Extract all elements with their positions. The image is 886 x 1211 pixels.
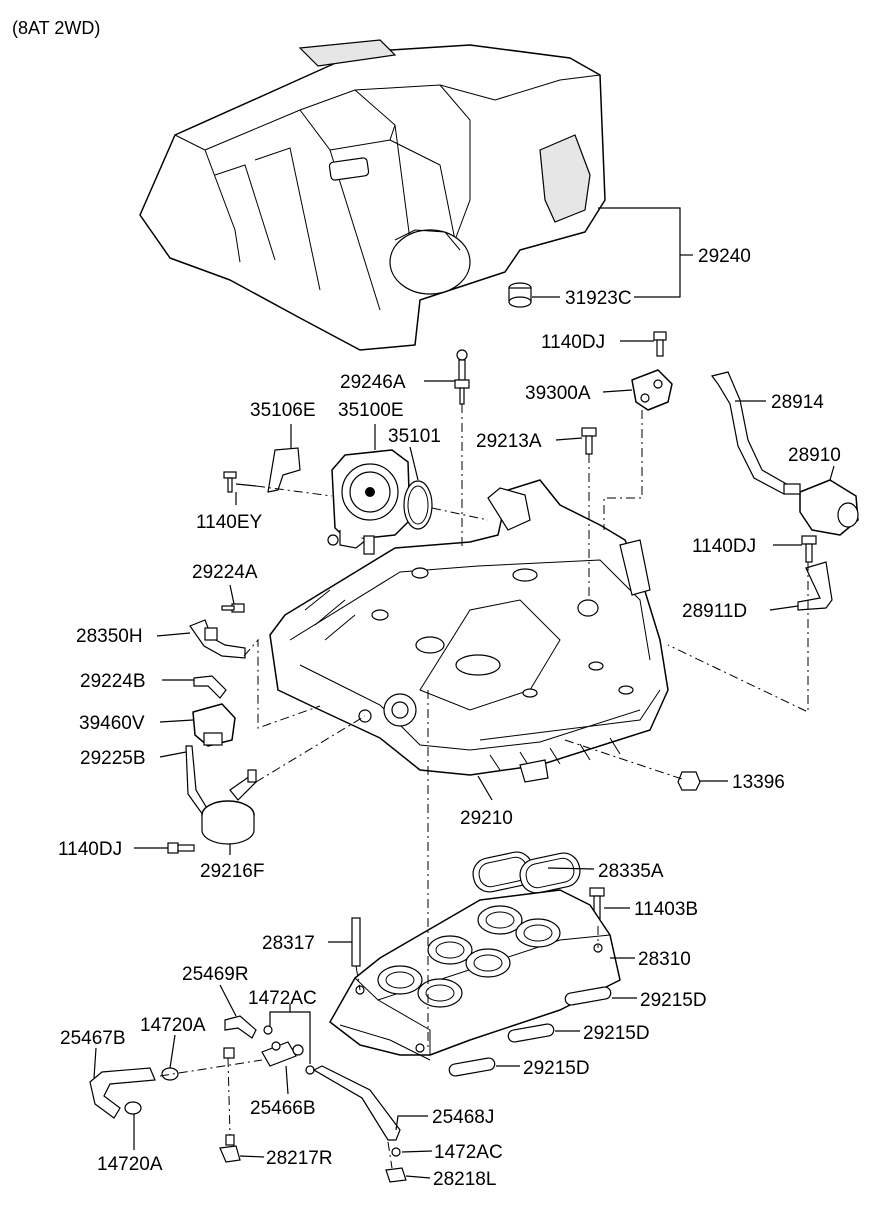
callout-28218l: 28218L [433,1169,496,1190]
gasket-35101 [403,480,433,530]
callout-labels: 29240 31923C 1140DJ 39300A 28914 29246A … [58,246,841,1190]
callout-29240: 29240 [698,246,751,267]
bracket-28911d [797,561,833,611]
callout-29215d-c: 29215D [523,1058,590,1079]
clamp-1472ac-top [263,1025,315,1075]
bolt-29224a [221,603,245,613]
callout-1140ey: 1140EY [196,512,263,533]
bolt-29213a [581,427,597,455]
hose-25467b [89,1067,156,1119]
fitting-28218l [385,1167,407,1183]
callout-25467b: 25467B [60,1028,126,1049]
hose-25468j [312,1065,401,1141]
hose-29224b [193,675,227,699]
fitting-25466b [261,1041,304,1067]
hose-28350h [189,619,246,659]
callout-1140dj-left: 1140DJ [58,839,122,860]
callout-25468j: 25468J [432,1107,494,1128]
callout-14720a-top: 14720A [140,1015,206,1036]
stud-29246a [454,349,470,405]
callout-28911d: 28911D [682,601,747,622]
callout-29224b: 29224B [80,671,146,692]
bolt-1140dj-left [167,842,195,854]
callout-28310: 28310 [638,949,691,970]
gasket-29215d-b [507,1023,555,1043]
gasket-28335a [472,851,581,894]
bracket-35106e [267,447,301,493]
callout-29216f: 29216F [200,861,264,882]
callout-13396: 13396 [732,772,785,793]
intake-manifold [329,889,621,1061]
clamp-14720a-top [161,1067,179,1081]
solenoid-39460v [192,703,236,747]
callout-29213a: 29213A [476,431,542,452]
callout-1140dj-right: 1140DJ [692,536,756,557]
variant-label: (8AT 2WD) [12,18,100,38]
bolt-1140dj-right [801,535,817,563]
callout-39460v: 39460V [79,713,145,734]
fitting-28217r [219,1047,241,1163]
callout-31923c: 31923C [565,288,632,309]
grommet-31923c [508,282,532,308]
callout-35101: 35101 [388,426,441,447]
callout-14720a-bottom: 14720A [97,1154,163,1175]
callout-35106e: 35106E [250,400,316,421]
callout-28335a: 28335A [598,861,664,882]
callout-1140dj-top: 1140DJ [541,332,605,353]
bolt-1140dj-top [653,331,667,357]
callout-29225b: 29225B [80,748,146,769]
stud-28317 [351,917,361,967]
callout-25469r: 25469R [182,964,249,985]
callout-29210: 29210 [460,808,513,829]
callout-29224a: 29224A [192,562,258,583]
gasket-29215d-c [448,1057,496,1077]
callout-29215d-a: 29215D [640,990,707,1011]
callout-1472ac-bottom: 1472AC [434,1142,503,1163]
callout-1472ac-top: 1472AC [248,988,317,1009]
callout-28350h: 28350H [76,626,143,647]
actuator-29216f [201,769,257,845]
bolt-1140ey [223,471,257,493]
hose-28914 [710,371,791,495]
nut-13396 [677,771,701,791]
callout-29215d-b: 29215D [583,1023,650,1044]
callout-28910: 28910 [788,445,841,466]
throttle-body [327,449,411,555]
callout-28217r: 28217R [266,1148,333,1169]
surge-tank [269,479,669,783]
guide-lines [159,404,809,1169]
hose-29225b [185,745,209,816]
clamp-1472ac-bottom [391,1147,401,1157]
leader-lines [93,207,835,1179]
engine-cover [139,39,606,351]
hose-25469r [224,1015,257,1039]
callout-28914: 28914 [771,392,824,413]
callout-25466b: 25466B [250,1098,316,1119]
callout-35100e: 35100E [338,400,404,421]
map-sensor-39300a [631,369,673,411]
callout-28317: 28317 [262,933,315,954]
callout-11403b: 11403B [634,899,698,920]
clamp-14720a-bottom [124,1101,142,1115]
valve-28910 [783,479,859,536]
gasket-29215d-a [564,986,612,1006]
callout-29246a: 29246A [340,372,406,393]
callout-39300a: 39300A [525,383,591,404]
